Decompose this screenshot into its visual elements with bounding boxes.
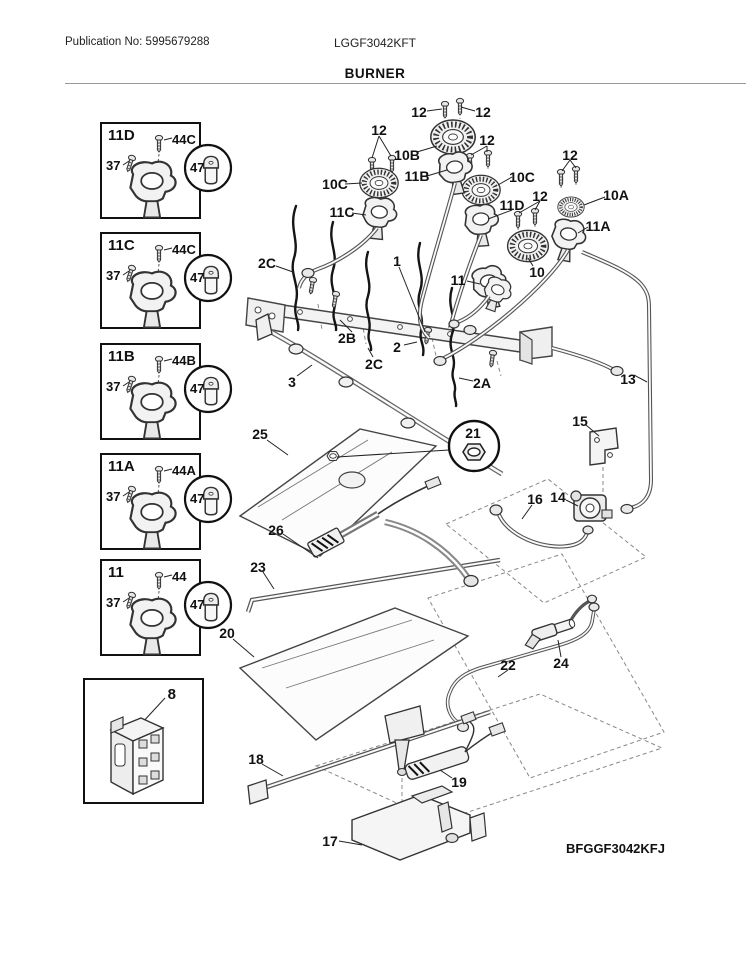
part-callout-25-26: 25: [252, 426, 268, 442]
part-callout-21-25: 21: [465, 425, 481, 441]
top-panel-25: [238, 428, 438, 557]
part-callout-11d-11: 11D: [499, 197, 525, 213]
part-callout-19-35: 19: [451, 774, 467, 790]
oven-burner-17: [351, 785, 487, 861]
part-callout-2-19: 2: [393, 339, 401, 355]
part-callout-10a-9: 10A: [603, 187, 629, 203]
regulator-group: [489, 427, 619, 549]
igniter-26: [307, 475, 442, 558]
gas-pipe-22: [445, 594, 600, 733]
part-callout-16-27: 16: [527, 491, 543, 507]
inset-box-title: 11D: [108, 127, 135, 144]
bottom-panel-20: [238, 607, 470, 741]
screw-callout: 44: [172, 569, 187, 584]
mount-screw-callout: 37: [106, 489, 121, 504]
burner-bases: [359, 149, 590, 316]
front-bracket: [255, 313, 504, 477]
part-callout-15-24: 15: [572, 413, 588, 429]
burner-tubes: [297, 182, 624, 377]
valve-24: [524, 618, 576, 650]
part-callout-11c-10: 11C: [329, 204, 355, 220]
inset-box-title: 11A: [108, 458, 135, 475]
mount-screw-callout: 37: [106, 158, 121, 173]
inset-box-title: 8: [167, 686, 176, 703]
page-title: BURNER: [344, 66, 406, 81]
inset-box-11b: 11B 44B 37 47: [100, 343, 201, 440]
part-callout-2a-22: 2A: [473, 375, 491, 391]
inset-box-title: 11: [108, 564, 124, 581]
inset-box-11a: 11A 44A 37 47: [100, 453, 201, 550]
part-callout-12-4: 12: [479, 132, 495, 148]
part-callout-10c-7: 10C: [509, 169, 535, 185]
inset-box-8: 8: [83, 678, 204, 804]
part-callout-13-23: 13: [620, 371, 636, 387]
part-callout-10c-6: 10C: [322, 176, 348, 192]
inset-box-11: 11 44 37 47: [100, 559, 201, 656]
screw-callout: 44C: [172, 242, 196, 257]
igniter-wires: [291, 204, 458, 408]
publication-number: Publication No: 5995679288: [65, 36, 210, 48]
mount-screw-callout: 37: [106, 595, 121, 610]
part-callout-12-1: 12: [475, 104, 491, 120]
screw-callout: 44B: [172, 353, 196, 368]
part-callout-17-36: 17: [322, 833, 338, 849]
part-callout-12-2: 12: [371, 122, 387, 138]
part-callout-10-14: 10: [529, 264, 545, 280]
screw-callout: 44C: [172, 132, 196, 147]
model-number: LGGF3042KFT: [333, 36, 417, 50]
orifice-callout: 47: [190, 160, 205, 175]
part-callout-2b-18: 2B: [338, 330, 356, 346]
part-callout-1-16: 1: [393, 253, 401, 269]
inset-box-11c: 11C 44C 37 47: [100, 232, 201, 329]
part-callout-3-21: 3: [288, 374, 296, 390]
part-callout-26-29: 26: [268, 522, 284, 538]
dashed-guides: [314, 104, 665, 823]
part-callout-11-17: 11: [450, 272, 466, 288]
part-callout-18-34: 18: [248, 751, 264, 767]
part-callout-11a-13: 11A: [585, 218, 611, 234]
manifold-rail: [245, 297, 553, 365]
spark-module-art: [109, 697, 166, 796]
header-rule: [65, 83, 746, 84]
part-callout-14-28: 14: [550, 489, 566, 505]
part-callout-24-33: 24: [553, 655, 569, 671]
part-callout-2c-20: 2C: [365, 356, 383, 372]
burner-heads: [360, 120, 586, 262]
part-callout-12-8: 12: [562, 147, 578, 163]
detail-circle-21: [447, 419, 501, 473]
rail-23: [245, 518, 501, 613]
inset-box-11d: 11D 44C 37 47: [100, 122, 201, 219]
inset-box-title: 11C: [108, 237, 135, 254]
rail-18: [247, 705, 491, 805]
part-callout-10b-3: 10B: [394, 147, 420, 163]
screw-callout: 44A: [172, 463, 196, 478]
part-callout-12-0: 12: [411, 104, 427, 120]
orifice-callout: 47: [190, 491, 205, 506]
part-callout-23-30: 23: [250, 559, 266, 575]
pipe-13: [581, 250, 654, 515]
inset-box-title: 11B: [108, 348, 135, 365]
mount-screw-callout: 37: [106, 379, 121, 394]
burner-screws: [306, 97, 581, 368]
mount-screw-callout: 37: [106, 268, 121, 283]
orifice-callout: 47: [190, 597, 205, 612]
diagram-code: BFGGF3042KFJ: [566, 841, 665, 856]
igniter-19: [404, 711, 506, 780]
orifice-callout: 47: [190, 381, 205, 396]
leader-lines: [232, 106, 648, 846]
part-callout-11b-5: 11B: [404, 168, 430, 184]
part-callout-22-32: 22: [500, 657, 516, 673]
part-callout-12-12: 12: [532, 188, 548, 204]
orifice-callout: 47: [190, 270, 205, 285]
part-callout-2c-15: 2C: [258, 255, 276, 271]
